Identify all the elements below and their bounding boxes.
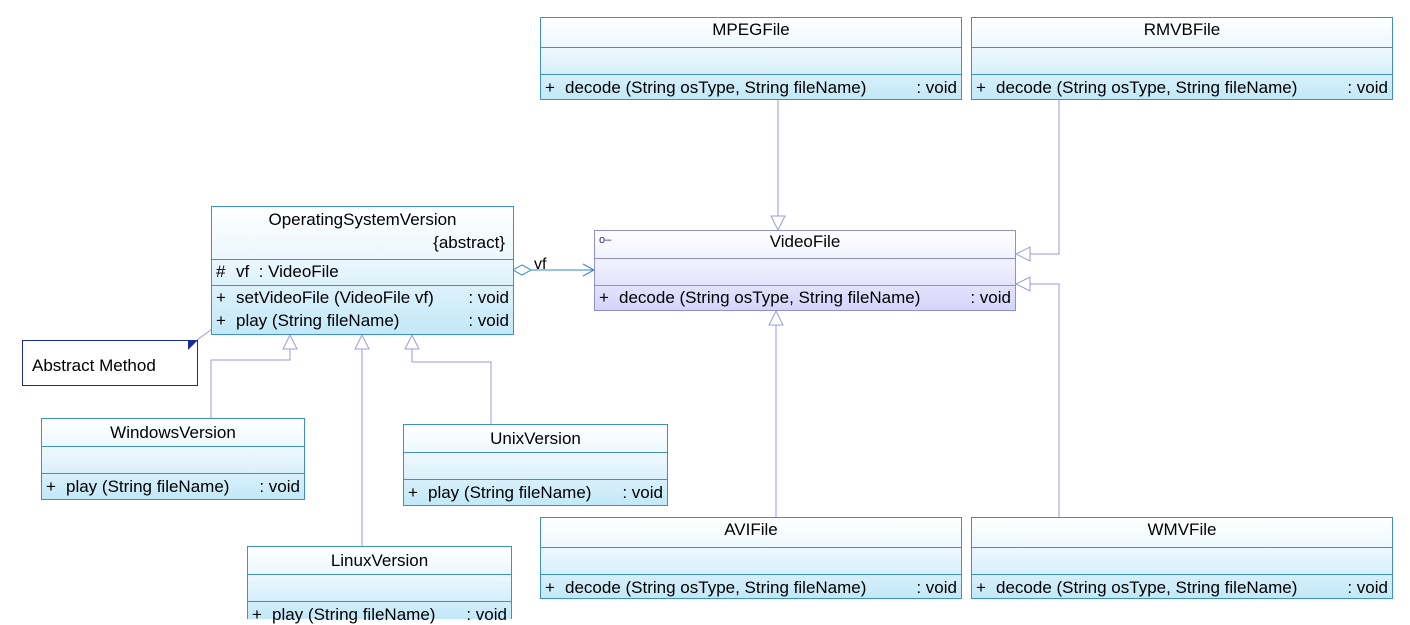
attribute-section (595, 258, 1015, 285)
operation-signature: play (String fileName) (272, 605, 436, 624)
visibility-marker: + (216, 311, 226, 330)
attribute-section (404, 452, 667, 479)
attribute-section (972, 547, 1392, 574)
class-name: RMVBFile (1143, 20, 1221, 39)
operation-row: + play (String fileName) : void (216, 311, 509, 331)
attribute-section (972, 47, 1392, 74)
class-name: OperatingSystemVersion (268, 210, 457, 229)
attribute-row: # vf : VideoFile (216, 262, 509, 282)
operation-section: + decode (String osType, String fileName… (541, 74, 961, 98)
realization-avi-to-videofile[interactable] (768, 309, 784, 517)
return-type: : void (463, 288, 509, 307)
operation-row: + setVideoFile (VideoFile vf) : void (216, 288, 509, 308)
note-anchor-line (196, 328, 213, 341)
operation-section: + decode (String osType, String fileName… (541, 574, 961, 598)
abstract-stereotype: {abstract} (433, 233, 505, 252)
operation-row: + decode (String osType, String fileName… (599, 288, 1011, 308)
association-label: vf (534, 256, 547, 273)
realization-wmv-to-videofile[interactable] (1014, 276, 1060, 517)
operation-section: + decode (String osType, String fileName… (595, 285, 1015, 308)
return-type: : void (254, 477, 300, 496)
class-name: MPEGFile (712, 20, 790, 39)
operation-row: + play (String fileName) : void (408, 483, 663, 503)
visibility-marker: + (545, 578, 555, 597)
class-name: VideoFile (769, 232, 841, 251)
operation-section: + decode (String osType, String fileName… (972, 574, 1392, 598)
visibility-marker: + (252, 605, 262, 624)
operation-signature: play (String fileName) (66, 477, 230, 496)
visibility-marker: + (976, 578, 986, 597)
operation-signature: setVideoFile (VideoFile vf) (236, 288, 434, 307)
realization-mpeg-to-videofile[interactable] (770, 100, 786, 232)
visibility-marker: + (599, 288, 609, 307)
visibility-marker: # (216, 262, 226, 281)
realization-rmvb-to-videofile[interactable] (1014, 100, 1060, 262)
generalization-windows-to-os[interactable] (210, 333, 298, 418)
operation-row: + decode (String osType, String fileName… (976, 78, 1388, 98)
interface-videofile[interactable]: o– VideoFile + decode (String osType, St… (594, 230, 1016, 311)
attribute-section (541, 47, 961, 74)
operation-section: + setVideoFile (VideoFile vf) : void + p… (212, 285, 513, 331)
class-linuxversion[interactable]: LinuxVersion + play (String fileName) : … (247, 546, 512, 624)
note-fold-corner (188, 340, 198, 350)
return-type: : void (965, 288, 1011, 307)
operation-signature: decode (String osType, String fileName) (996, 578, 1298, 597)
return-type: : void (461, 605, 507, 624)
return-type: : void (1342, 78, 1388, 97)
class-mpegfile[interactable]: MPEGFile + decode (String osType, String… (540, 17, 962, 100)
operation-row: + play (String fileName) : void (46, 477, 300, 497)
attribute-section: # vf : VideoFile (212, 259, 513, 285)
class-name: UnixVersion (490, 429, 581, 448)
visibility-marker: + (545, 78, 555, 97)
return-type: : void (911, 578, 957, 597)
operation-section: + play (String fileName) : void (404, 479, 667, 503)
visibility-marker: + (46, 477, 56, 496)
attribute-signature: vf : VideoFile (236, 262, 339, 281)
class-unixversion[interactable]: UnixVersion + play (String fileName) : v… (403, 424, 668, 506)
operation-section: + play (String fileName) : void (248, 601, 511, 625)
class-wmvfile[interactable]: WMVFile + decode (String osType, String … (971, 517, 1393, 599)
class-operatingsystemversion[interactable]: OperatingSystemVersion {abstract} # vf :… (211, 206, 514, 335)
class-name: WindowsVersion (110, 423, 236, 442)
visibility-marker: + (216, 288, 226, 307)
operation-signature: decode (String osType, String fileName) (996, 78, 1298, 97)
operation-row: + decode (String osType, String fileName… (545, 578, 957, 598)
operation-row: + decode (String osType, String fileName… (545, 78, 957, 98)
visibility-marker: + (976, 78, 986, 97)
class-avifile[interactable]: AVIFile + decode (String osType, String … (540, 517, 962, 599)
operation-signature: decode (String osType, String fileName) (619, 288, 921, 307)
attribute-section (248, 574, 511, 601)
return-type: : void (617, 483, 663, 502)
attribute-section (541, 547, 961, 574)
operation-row: + decode (String osType, String fileName… (976, 578, 1388, 598)
operation-row: + play (String fileName) : void (252, 605, 507, 625)
return-type: : void (430, 311, 509, 330)
class-name: WMVFile (1147, 520, 1217, 539)
operation-signature: play (String fileName) (236, 311, 400, 330)
class-windowsversion[interactable]: WindowsVersion + play (String fileName) … (41, 418, 305, 500)
return-type: : void (911, 78, 957, 97)
operation-signature: decode (String osType, String fileName) (565, 578, 867, 597)
note-abstract-method[interactable]: Abstract Method (22, 340, 198, 386)
operation-signature: decode (String osType, String fileName) (565, 78, 867, 97)
return-type: : void (1342, 578, 1388, 597)
operation-signature: play (String fileName) (428, 483, 592, 502)
class-rmvbfile[interactable]: RMVBFile + decode (String osType, String… (971, 17, 1393, 100)
operation-section: + decode (String osType, String fileName… (972, 74, 1392, 98)
operation-section: + play (String fileName) : void (42, 473, 304, 497)
attribute-section (42, 446, 304, 473)
aggregation-os-to-videofile[interactable] (511, 263, 596, 277)
class-name: AVIFile (724, 520, 778, 539)
note-text: Abstract Method (32, 356, 156, 375)
class-name: LinuxVersion (330, 551, 429, 570)
generalization-unix-to-os[interactable] (404, 333, 492, 424)
visibility-marker: + (408, 483, 418, 502)
interface-icon: o– (599, 234, 612, 246)
generalization-linux-to-os[interactable] (354, 333, 370, 546)
